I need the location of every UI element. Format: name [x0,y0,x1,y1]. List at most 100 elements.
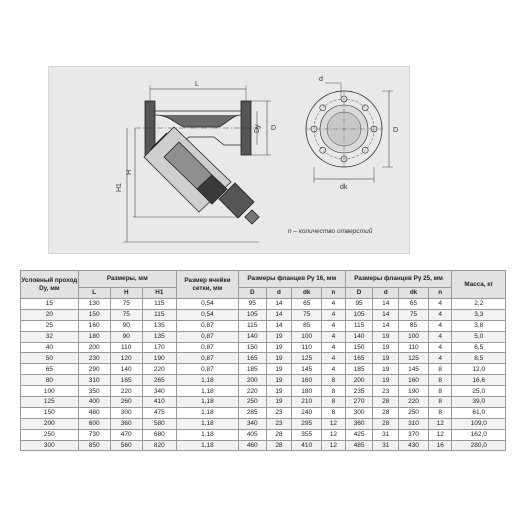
table-cell: 220 [109,385,143,398]
table-cell: 1,18 [175,417,239,430]
flange-end-view [305,82,393,183]
table-cell: 31 [372,428,400,441]
table-cell: 285 [237,406,267,419]
label-H: H [126,170,133,175]
table-cell: 230 [77,352,111,365]
table-cell: 90 [109,330,143,343]
table-cell: 340 [237,417,267,430]
table-cell: 185 [344,363,374,376]
table-cell: 50 [20,352,79,365]
label-D-main: D [271,125,276,132]
table-cell: 14 [265,319,293,332]
table-cell: 340 [141,385,177,398]
table-cell: 75 [109,308,143,321]
table-cell: 65 [398,298,429,310]
table-cell: 8 [321,406,346,419]
table-cell: 19 [265,341,293,354]
table-cell: 12 [427,417,453,430]
table-cell: 145 [398,363,429,376]
table-cell: 8 [427,385,453,398]
table-cell: 480 [77,406,111,419]
header-nominal-bore: Условный проход Dу, мм [20,270,79,299]
table-cell: 4 [427,308,453,321]
table-cell: 8 [427,396,453,408]
table-cell: 0,87 [175,352,239,365]
table-cell: 280,0 [451,439,506,452]
table-cell: 8 [427,363,453,376]
table-cell: 105 [237,308,267,321]
table-cell: 16,6 [451,374,506,387]
table-cell: 200 [344,374,374,387]
table-cell: 8 [321,374,346,387]
table-cell: 140 [237,330,267,343]
table-cell: 4 [321,363,346,376]
table-cell: 8 [427,374,453,387]
table-cell: 355 [291,428,323,441]
table-cell: 485 [344,439,374,452]
table-cell: 115 [141,308,177,321]
table-cell: 3,3 [451,308,506,321]
label-d: d [319,76,323,83]
subheader-dk16: dk [291,287,323,299]
table-cell: 410 [291,439,323,452]
table-cell: 4 [427,352,453,365]
table-cell: 19 [265,374,293,387]
table-cell: 150 [237,341,267,354]
table-cell: 260 [109,396,143,408]
table-cell: 12,0 [451,363,506,376]
table-cell: 16 [427,439,453,452]
table-cell: 250 [237,396,267,408]
table-cell: 200 [20,417,79,430]
table-cell: 160 [398,374,429,387]
table-cell: 95 [344,298,374,310]
table-cell: 470 [109,428,143,441]
table-cell: 85 [291,319,323,332]
table-cell: 300 [109,406,143,419]
strainer-drawing-svg: L H1 H D Dу [116,76,398,243]
table-cell: 350 [77,385,111,398]
table-cell: 0,54 [175,308,239,321]
subheader-n25: n [427,287,453,299]
subheader-H1: H1 [141,287,177,299]
subheader-dk25: dk [398,287,429,299]
table-cell: 820 [141,439,177,452]
table-cell: 135 [141,319,177,332]
table-cell: 1,18 [175,439,239,452]
table-cell: 165 [344,352,374,365]
table-cell: 65 [20,363,79,376]
table-cell: 4 [321,330,346,343]
table-cell: 14 [265,298,293,310]
table-cell: 12 [427,428,453,441]
table-cell: 680 [141,428,177,441]
table-cell: 65 [291,298,323,310]
table-cell: 240 [291,406,323,419]
table-cell: 405 [237,428,267,441]
table-cell: 12 [321,428,346,441]
table-cell: 160 [291,374,323,387]
table-cell: 115 [344,319,374,332]
table-cell: 19 [265,352,293,365]
table-cell: 170 [141,341,177,354]
bolt-holes [310,95,378,163]
table-cell: 110 [109,341,143,354]
table-cell: 185 [237,363,267,376]
table-cell: 85 [398,319,429,332]
table-cell: 1,18 [175,406,239,419]
label-L: L [195,81,199,88]
table-cell: 220 [398,396,429,408]
table-cell: 19 [265,385,293,398]
table-cell: 15 [20,298,79,310]
table-cell: 110 [291,341,323,354]
table-cell: 28 [372,396,400,408]
table-cell: 295 [291,417,323,430]
table-cell: 180 [77,330,111,343]
table-cell: 150 [77,308,111,321]
